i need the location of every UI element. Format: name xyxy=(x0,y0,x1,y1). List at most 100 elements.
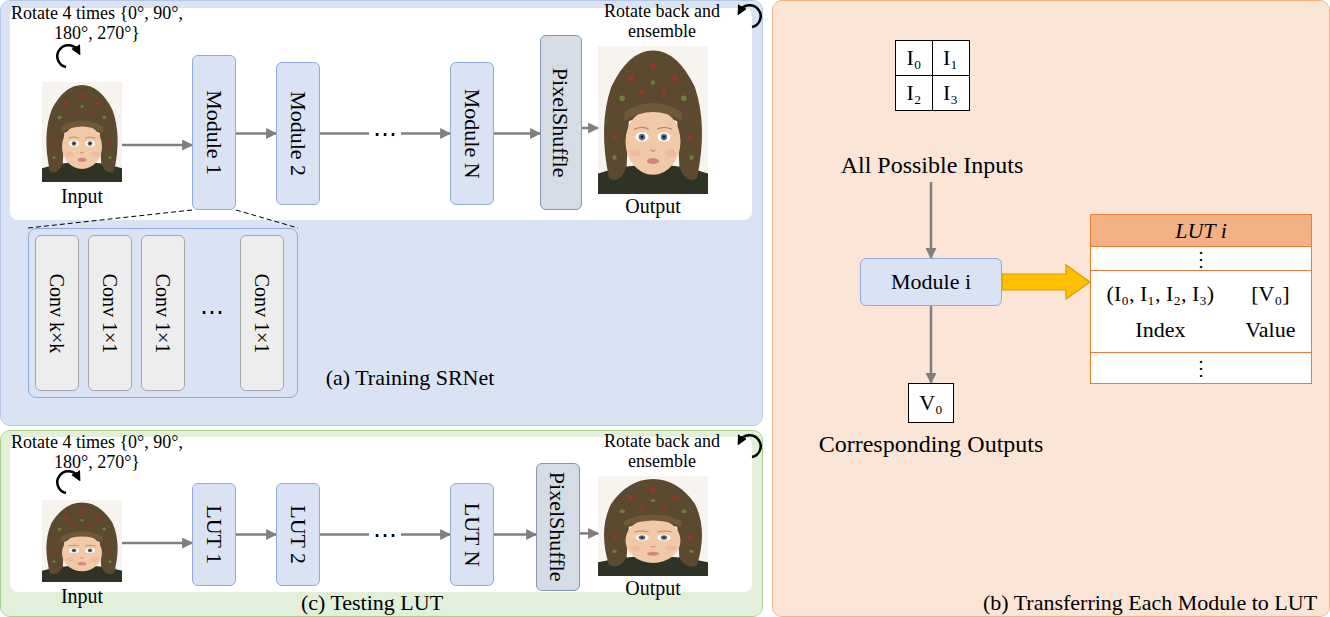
rotation-note: Rotate back and ensemble xyxy=(604,431,720,471)
table-row: (I₀, I₁, I₂, I₃)[V₀]IndexValue xyxy=(1091,271,1311,353)
pixelshuffle-box: PixelShuffle xyxy=(540,35,582,210)
value-box: V₀ xyxy=(908,383,954,423)
panel-fill xyxy=(1,431,763,617)
rotation-note: Rotate 4 times {0°, 90°, 180°, 270°} xyxy=(11,3,183,43)
table-ellipsis: ⋮ xyxy=(1191,358,1211,378)
box-label: Conv 1×1 xyxy=(152,273,175,353)
panel: Input Module 1 Module 2 Module N PixelShuffl… xyxy=(0,0,763,426)
flow-arrow xyxy=(930,306,933,383)
conv-box: Conv 1×1 xyxy=(88,235,132,391)
lut-box: LUT 2 xyxy=(276,483,320,586)
module-box: Module 2 xyxy=(276,62,320,205)
text-holder: ⋯ xyxy=(369,122,401,146)
rotation-note: Rotate 4 times {0°, 90°, 180°, 270°} xyxy=(11,432,183,472)
output-photo xyxy=(598,46,708,194)
grid-caption: All Possible Inputs xyxy=(841,152,1024,178)
text-holder: All Possible Inputs xyxy=(841,152,1024,180)
conv-box: Conv k×k xyxy=(35,235,79,391)
transfer-arrow xyxy=(1002,265,1090,299)
image-label: Input xyxy=(61,185,103,208)
ellipsis: ⋯ xyxy=(200,299,224,325)
flow-arrow xyxy=(494,132,540,135)
panel-caption: (c) Testing LUT xyxy=(301,590,443,615)
text-holder: Rotate back and ensemble xyxy=(603,432,721,472)
panel-caption: (a) Training SRNet xyxy=(326,365,495,390)
text-holder: Rotate back and ensemble xyxy=(603,2,721,42)
input-image: Input xyxy=(42,500,122,608)
table-cell: Index xyxy=(1135,317,1185,342)
output-photo xyxy=(598,476,708,576)
panel-fill xyxy=(1,1,763,426)
table-cell: (I₀, I₁, I₂, I₃) xyxy=(1107,281,1215,306)
table-row: ⋮ xyxy=(1091,353,1311,383)
box-label: PixelShuffle xyxy=(545,472,570,582)
flow-arrow xyxy=(122,144,192,147)
table-ellipsis: ⋮ xyxy=(1191,249,1211,269)
grid-cell: I₀ xyxy=(895,40,933,76)
lut-box: LUT 1 xyxy=(192,483,236,586)
text-holder: ⋯ xyxy=(200,299,224,327)
input-photo xyxy=(42,82,122,182)
panel-fill xyxy=(773,1,1330,617)
module-box: Module N xyxy=(450,62,494,205)
rotation-icons xyxy=(57,5,760,493)
flow-arrow xyxy=(930,182,933,258)
flow-arrow xyxy=(580,532,598,535)
box-label: Conv k×k xyxy=(46,273,69,353)
cell-label: I₂ xyxy=(907,80,922,105)
expand-line xyxy=(28,210,192,228)
box-label: LUT N xyxy=(459,503,484,567)
output-image: Output xyxy=(598,476,708,600)
grid-cell: I₂ xyxy=(895,75,933,111)
input-grid: I₀ I₁ I₂ I₃ All Possible Inputs xyxy=(827,40,1037,182)
rotation-note: Rotate back and ensemble xyxy=(604,1,720,41)
text-holder: Rotate 4 times {0°, 90°, 180°, 270°} xyxy=(5,433,190,473)
edge-label: ⋯ xyxy=(369,522,401,548)
input-image: Input xyxy=(42,82,122,208)
table-cell: [V₀] xyxy=(1251,281,1289,306)
box-label: Module N xyxy=(459,89,484,179)
text-holder: ⋯ xyxy=(369,523,401,547)
module-detail-box: Conv k×k Conv 1×1 Conv 1×1 Conv 1×1 ⋯ xyxy=(28,228,298,398)
box-label: Module 1 xyxy=(201,90,226,175)
box-label: LUT 2 xyxy=(285,505,310,564)
lut-table: LUT i⋮(I₀, I₁, I₂, I₃)[V₀]IndexValue⋮ xyxy=(1090,214,1312,384)
expand-line xyxy=(236,210,298,228)
box-label: LUT 1 xyxy=(201,505,226,564)
cell-label: I₁ xyxy=(943,45,958,70)
conv-box: Conv 1×1 xyxy=(240,235,284,391)
rotate-icon xyxy=(740,435,761,457)
image-label: Input xyxy=(61,585,103,608)
box-label: Conv 1×1 xyxy=(251,273,274,353)
output-image: Output xyxy=(598,46,708,218)
flow-arrow xyxy=(236,533,276,536)
cell-label: I₃ xyxy=(943,80,958,105)
table-header-row: LUT i xyxy=(1091,215,1311,247)
text-holder: (b) Transferring Each Module to LUT xyxy=(983,590,1317,615)
rotate-icon xyxy=(57,45,78,67)
flow-arrow xyxy=(494,533,536,536)
flow-arrow xyxy=(236,132,276,135)
module-box: Module i xyxy=(860,258,1002,306)
flow-arrow xyxy=(582,127,598,130)
grid-cell: I₁ xyxy=(932,40,970,76)
rotate-icon xyxy=(57,471,78,493)
box-label: Conv 1×1 xyxy=(99,273,122,353)
panel: I₀ I₁ I₂ I₃ All Possible InputsModule i LUT i… xyxy=(772,0,1330,617)
conv-box: Conv 1×1 xyxy=(141,235,185,391)
text-holder: Rotate 4 times {0°, 90°, 180°, 270°} xyxy=(5,4,190,44)
output-value: V₀ Corresponding Outputs xyxy=(811,383,1051,459)
value-caption: Corresponding Outputs xyxy=(819,431,1044,459)
image-label: Output xyxy=(625,195,681,218)
lut-box: LUT N xyxy=(450,483,494,586)
box-label: PixelShuffle xyxy=(548,68,573,178)
box-label: Module i xyxy=(891,269,971,294)
text-holder: (c) Testing LUT xyxy=(301,590,443,615)
box-label: Module 2 xyxy=(285,91,310,176)
grid-cell: I₃ xyxy=(932,75,970,111)
flow-arrow xyxy=(122,542,192,545)
edge-label: ⋯ xyxy=(369,121,401,147)
table-header: LUT i xyxy=(1175,218,1227,243)
rotate-icon xyxy=(740,5,761,27)
